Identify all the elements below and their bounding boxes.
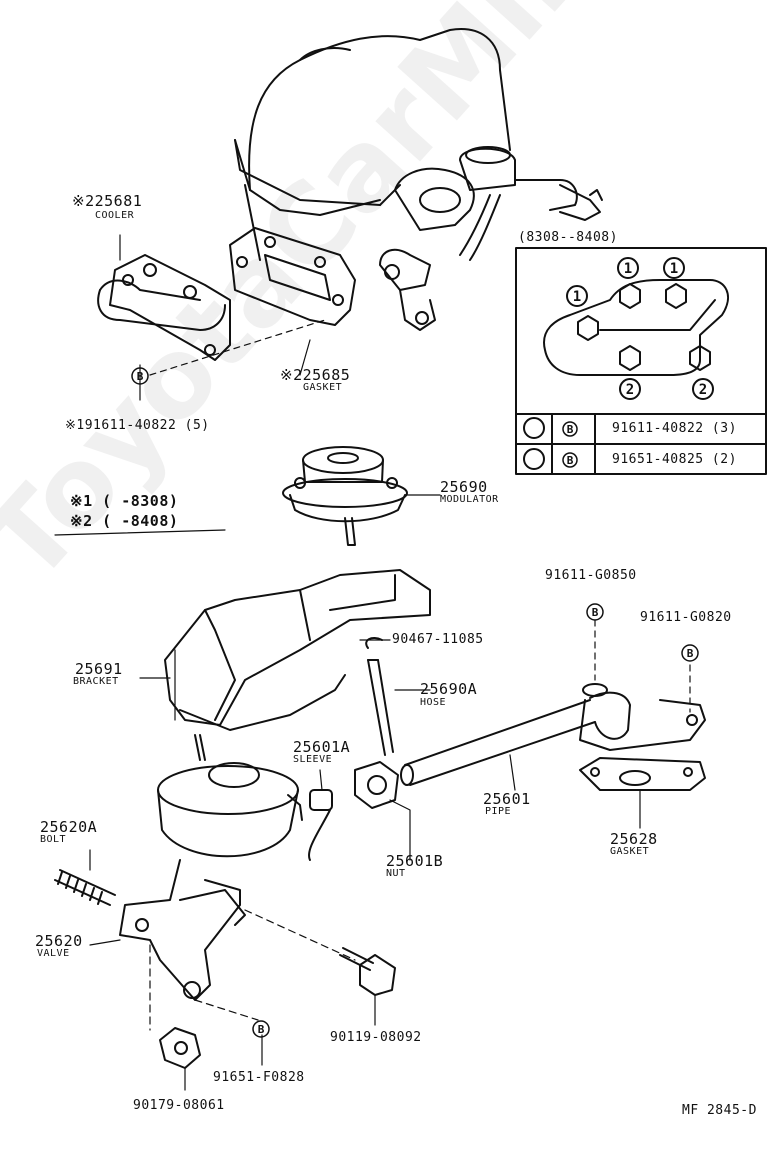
- sleeve-number: 25601A: [293, 738, 351, 756]
- bracket-name: BRACKET: [73, 676, 119, 687]
- modulator-name: MODULATOR: [440, 494, 499, 505]
- nut-name: NUT: [386, 868, 406, 879]
- modulator-number: 25690: [440, 478, 488, 496]
- top-gasket-part: [229, 227, 356, 326]
- cooler-part: [97, 254, 231, 361]
- badge-b-label: B: [567, 454, 574, 467]
- inset-box: [515, 247, 767, 475]
- badge-b-icon: [562, 452, 578, 468]
- note-2: ※2 ( -8408): [70, 512, 179, 530]
- circle-1-label: 1: [624, 261, 632, 277]
- bolt-f0828-number: 91651-F0828: [213, 1070, 305, 1085]
- nut-08061-number: 90179-08061: [133, 1098, 225, 1113]
- valve-number: 25620: [35, 932, 83, 950]
- nut-number: 25601B: [386, 852, 444, 870]
- sleeve-part: [309, 789, 333, 811]
- stud-bolt-part: [54, 849, 116, 906]
- circle-2-label: 2: [626, 382, 634, 398]
- bolt-08092-number: 90119-08092: [330, 1030, 422, 1045]
- gasket-pipe-number: 25628: [610, 830, 658, 848]
- hose-number: 25690A: [420, 680, 478, 698]
- bolt-name: BOLT: [40, 834, 67, 845]
- badge-b-icon: [562, 421, 578, 437]
- bracket-number: 25691: [75, 660, 123, 678]
- badge-b-label: B: [567, 423, 574, 436]
- cooler-name: COOLER: [95, 210, 135, 221]
- bolt-number: 25620A: [40, 818, 98, 836]
- gasket-top-number: ※225685: [280, 366, 351, 384]
- bolt-ref-number: ※191611-40822 (5): [65, 418, 210, 433]
- pipe-number: 25601: [483, 790, 531, 808]
- bracket-part: [139, 569, 431, 731]
- hose-name: HOSE: [420, 697, 447, 708]
- badge-b-icon: [586, 603, 604, 621]
- badge-b-icon: [252, 1020, 270, 1038]
- hex-nut-part: [149, 944, 201, 1091]
- circle-1-label: 1: [670, 261, 678, 277]
- gasket-top-name: GASKET: [303, 382, 343, 393]
- engine-block: [234, 28, 511, 261]
- circle-1-label: 1: [573, 289, 581, 305]
- cooler-number: ※225681: [72, 192, 143, 210]
- badge-b-icon: [131, 367, 149, 385]
- bolt-g0820-number: 91611-G0820: [640, 610, 732, 625]
- valve-part: [89, 734, 331, 1001]
- badge-b-icon: [681, 644, 699, 662]
- inset-title: (8308--8408): [518, 230, 618, 245]
- nut-part: [354, 761, 411, 861]
- pipe-gasket-part: [579, 757, 706, 829]
- note-1: ※1 ( -8308): [70, 492, 179, 510]
- pipe-part: [400, 619, 706, 791]
- hex-bolt-part: [244, 909, 396, 1026]
- gasket-pipe-name: GASKET: [610, 846, 650, 857]
- modulator-part: [282, 446, 441, 546]
- egr-assembly-top: [379, 146, 603, 331]
- figure-code: MF 2845-D: [682, 1103, 757, 1118]
- sleeve-name: SLEEVE: [293, 754, 333, 765]
- valve-name: VALVE: [37, 948, 70, 959]
- badge-b-label: B: [258, 1023, 265, 1036]
- badge-b-label: B: [687, 647, 694, 660]
- bolt-g0850-number: 91611-G0850: [545, 568, 637, 583]
- badge-b-label: B: [592, 606, 599, 619]
- circle-2-label: 2: [699, 382, 707, 398]
- inset-row-2-part: 91651-40825 (2): [612, 452, 737, 467]
- badge-b-label: B: [137, 370, 144, 383]
- hose-part: [367, 659, 431, 756]
- inset-row-1-part: 91611-40822 (3): [612, 421, 737, 436]
- pipe-name: PIPE: [485, 806, 512, 817]
- clip-number: 90467-11085: [392, 632, 484, 647]
